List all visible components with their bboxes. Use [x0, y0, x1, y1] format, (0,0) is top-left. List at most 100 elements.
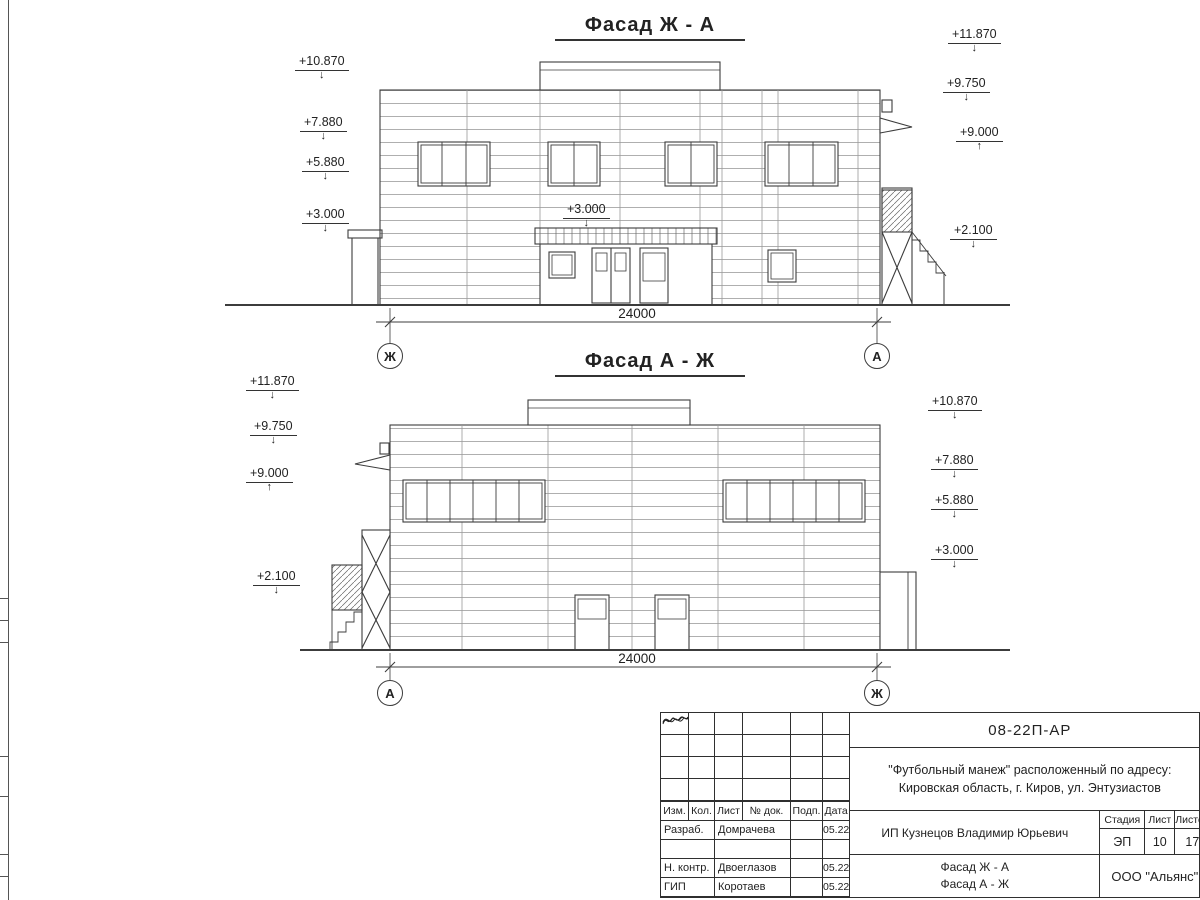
axis-marker-right: А: [864, 343, 890, 369]
elevation-mark: +7.880↓: [300, 115, 347, 142]
elevation-arrow-icon: ↓: [963, 90, 970, 103]
facade-top-title: Фасад Ж - А: [555, 14, 745, 41]
elevation-mark: +9.000↑: [246, 466, 293, 493]
elevation-mark: +10.870↓: [928, 394, 982, 421]
elevation-value: +7.880: [931, 453, 978, 470]
elevation-mark: +2.100↓: [950, 223, 997, 250]
elevation-arrow-icon: ↓: [320, 129, 327, 142]
elevation-mark: +2.100↓: [253, 569, 300, 596]
stage-header: Стадия: [1100, 811, 1146, 829]
elevation-mark: +3.000↓: [302, 207, 349, 234]
margin-tick: [0, 642, 8, 643]
elevation-arrow-icon: ↓: [322, 221, 329, 234]
drawing-name-line-1: Фасад Ж - А: [940, 860, 1010, 875]
elevation-value: +5.880: [302, 155, 349, 172]
elevation-value: +10.870: [928, 394, 982, 411]
elevation-arrow-icon: ↑: [976, 139, 983, 152]
signer-name: Двоеглазов: [715, 859, 791, 878]
margin-tick: [0, 756, 8, 757]
elevation-value: +3.000: [931, 543, 978, 560]
elevation-mark: +10.870↓: [295, 54, 349, 81]
signer-row: Разраб. Домрачева 05.22: [661, 716, 850, 840]
elevation-arrow-icon: ↓: [270, 433, 277, 446]
elevation-arrow-icon: ↓: [273, 583, 280, 596]
elevation-value: +10.870: [295, 54, 349, 71]
elevation-value: +2.100: [950, 223, 997, 240]
stage-header-row: Стадия Лист Листов: [1100, 811, 1200, 829]
facade-bottom-building: [300, 399, 1010, 680]
signer-name: Домрачева: [715, 821, 791, 840]
elevation-arrow-icon: ↓: [970, 237, 977, 250]
margin-tick: [0, 876, 8, 877]
elevation-value: +9.750: [250, 419, 297, 436]
sheet-frame-line: [8, 0, 9, 900]
elevation-arrow-icon: ↓: [952, 408, 958, 421]
signer-name: Коротаев: [715, 878, 791, 897]
rev-header: Подп.: [791, 802, 823, 821]
elevation-mark: +5.880↓: [931, 493, 978, 520]
rev-header: Изм.: [661, 802, 689, 821]
elevation-mark: +11.870↓: [246, 374, 299, 401]
signer-row-empty: [661, 840, 850, 859]
revision-row: [661, 757, 850, 779]
elevation-arrow-icon: ↓: [269, 388, 276, 401]
drawing-name-line-2: Фасад А - Ж: [940, 877, 1010, 891]
margin-tick: [0, 796, 8, 797]
elevation-mark: +9.000↑: [956, 125, 1003, 152]
margin-tick: [0, 854, 8, 855]
rev-header: Кол.: [689, 802, 715, 821]
axis-marker-right: Ж: [864, 680, 890, 706]
signer-row: ГИП Коротаев 05.22: [661, 716, 850, 897]
signer-date: 05.22: [823, 878, 850, 897]
signer-role: ГИП: [661, 878, 715, 897]
elevation-mark: +3.000↓: [563, 202, 610, 229]
elevation-value: +9.000: [246, 466, 293, 483]
signature-cell: [662, 717, 823, 878]
stage-value: ЭП: [1100, 829, 1146, 855]
title-block: Изм. Кол. Лист № док. Подп. Дата Разраб.…: [660, 712, 1200, 898]
project-description: "Футбольный манеж" расположенный по адре…: [850, 748, 1200, 811]
elevation-mark: +3.000↓: [931, 543, 978, 570]
elevation-value: +2.100: [253, 569, 300, 586]
sheet-number: 10: [1145, 829, 1176, 855]
signer-role: Н. контр.: [661, 859, 715, 878]
drawing-name: Фасад Ж - А Фасад А - Ж: [850, 855, 1099, 897]
company-name: ООО "Альянс": [1111, 868, 1199, 884]
project-line-1: "Футбольный манеж" расположенный по адре…: [888, 762, 1172, 777]
elevation-value: +9.000: [956, 125, 1003, 142]
rev-header: № док.: [743, 802, 791, 821]
signer-role: Разраб.: [661, 821, 715, 840]
facade-bottom-title: Фасад А - Ж: [555, 350, 745, 377]
client-name: ИП Кузнецов Владимир Юрьевич: [850, 811, 1100, 855]
elevation-mark: +7.880↓: [931, 453, 978, 479]
margin-tick: [0, 598, 8, 599]
elevation-mark: +5.880↓: [302, 155, 349, 181]
elevation-arrow-icon: ↓: [319, 68, 325, 81]
dimension-label: 24000: [618, 651, 656, 666]
signer-row: Н. контр. Двоеглазов 05.22: [661, 717, 850, 878]
signer-date: 05.22: [823, 821, 850, 840]
margin-tick: [0, 620, 8, 621]
signer-date: 05.22: [823, 859, 850, 878]
title-block-revision-section: Изм. Кол. Лист № док. Подп. Дата Разраб.…: [661, 713, 851, 897]
axis-marker-left: А: [377, 680, 403, 706]
facade-top-building: [225, 61, 1010, 343]
revision-row: [661, 735, 850, 757]
title-block-main-section: 08-22П-АР "Футбольный манеж" расположенн…: [850, 713, 1200, 897]
revision-row: [661, 779, 850, 801]
document-code: 08-22П-АР: [850, 713, 1200, 748]
elevation-value: +7.880: [300, 115, 347, 132]
dimension-label: 24000: [618, 306, 656, 321]
elevation-arrow-icon: ↓: [951, 557, 958, 570]
elevation-arrow-icon: ↓: [951, 507, 958, 520]
rev-header: Дата: [823, 802, 850, 821]
elevation-mark: +9.750↓: [943, 76, 990, 103]
stage-values-row: ЭП 10 17: [1100, 829, 1200, 855]
elevation-arrow-icon: ↓: [583, 216, 590, 229]
elevation-mark: +11.870↓: [948, 27, 1001, 54]
elevation-arrow-icon: ↑: [266, 480, 273, 493]
elevation-arrow-icon: ↓: [971, 41, 978, 54]
axis-marker-left: Ж: [377, 343, 403, 369]
sheets-total: 17: [1175, 829, 1200, 855]
